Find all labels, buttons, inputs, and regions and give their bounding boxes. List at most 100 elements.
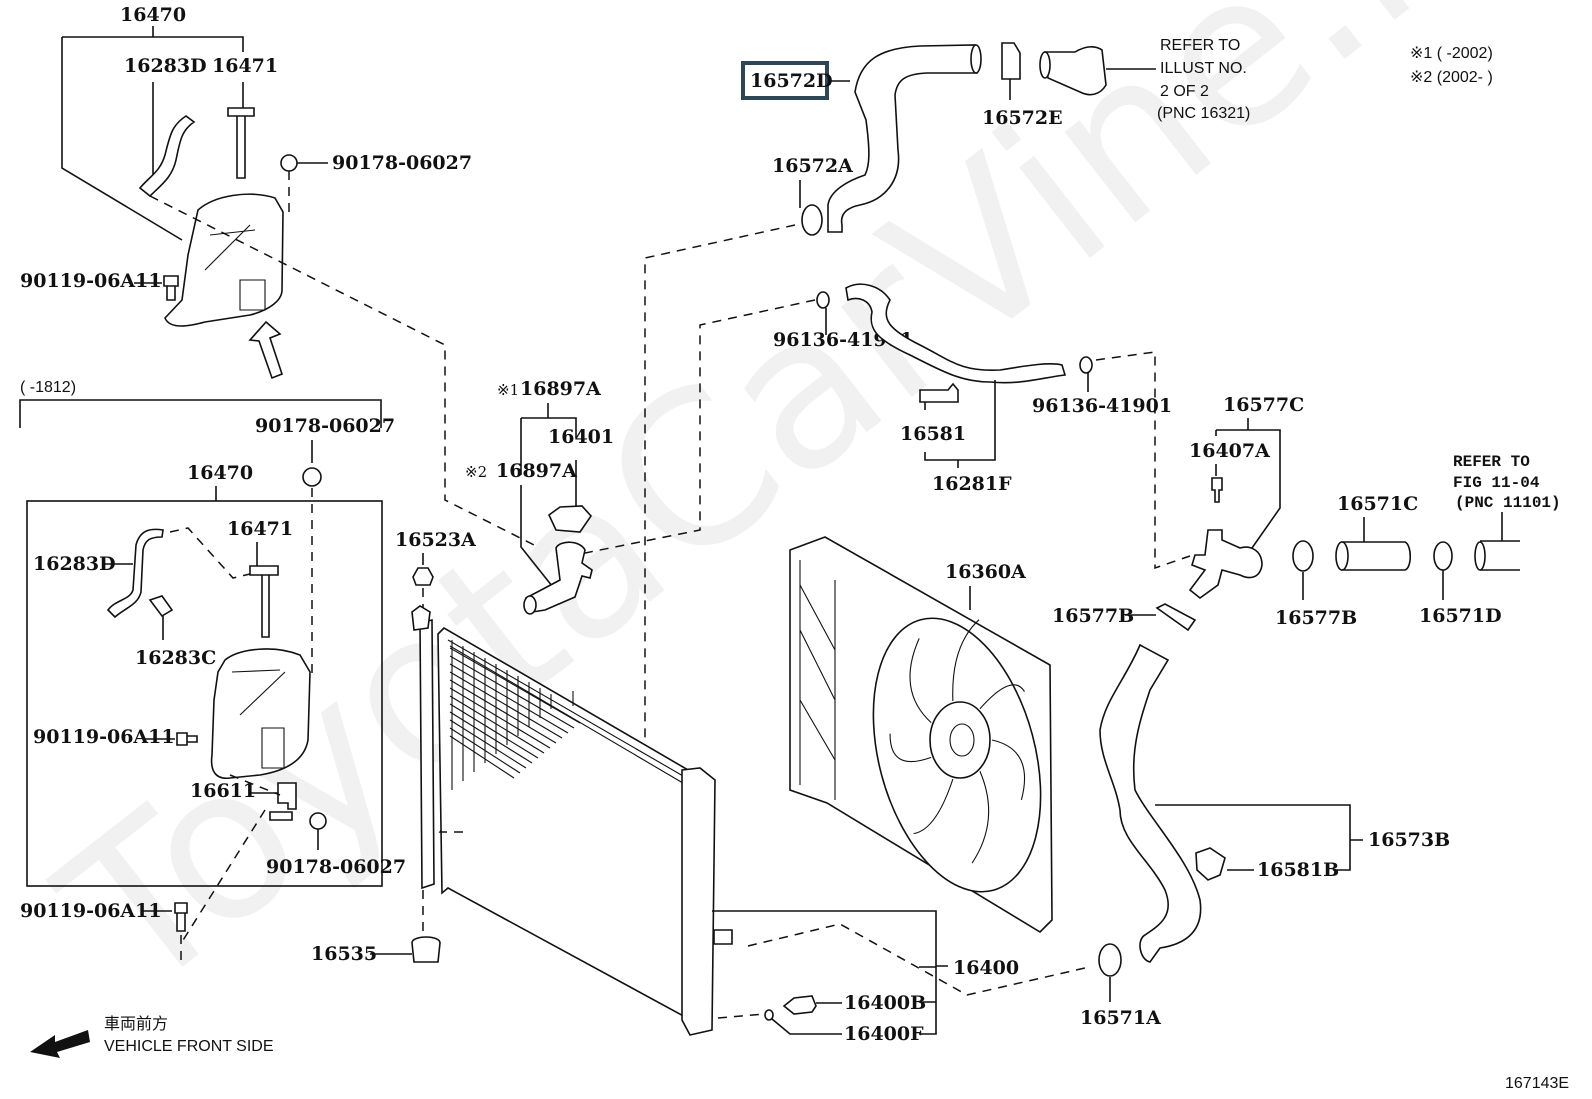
part-label-16360A[interactable]: 16360A: [945, 561, 1026, 583]
reservoir-tank[interactable]: [210, 648, 311, 780]
part-label-90119-06A11[interactable]: 90119-06A11: [33, 726, 175, 748]
part-label-16470[interactable]: 16470: [187, 462, 253, 484]
tank-detail: [231, 669, 286, 769]
outlet-end: [1039, 51, 1051, 79]
part-label-16535[interactable]: 16535: [311, 943, 377, 965]
part-label-16572E[interactable]: 16572E: [982, 107, 1063, 129]
hose-16571C[interactable]: [1341, 541, 1412, 571]
part-label-16897A-1[interactable]: 16897A: [520, 378, 601, 400]
fan-shroud-group: 16360A: [789, 536, 1053, 934]
part-label-16897A-2[interactable]: 16897A: [496, 460, 577, 482]
part-label-16572D[interactable]: 16572D: [750, 70, 833, 92]
clamp-96136-41901[interactable]: [1079, 356, 1093, 374]
clamp-16571A[interactable]: [1098, 943, 1122, 977]
clamp-16572A[interactable]: [801, 204, 823, 236]
bolt-icon: [163, 275, 179, 301]
water-outlet: [1044, 46, 1107, 96]
part-label-16471[interactable]: 16471: [227, 518, 293, 540]
part-label-16577B[interactable]: 16577B: [1275, 607, 1357, 629]
water-inlet-group: 16577C 16407A 16577B 16577B 16571C 16571…: [1052, 394, 1561, 632]
radiator-cap-16401[interactable]: [547, 505, 593, 533]
part-label-16281F[interactable]: 16281F: [932, 473, 1012, 495]
part-label-90178-06027[interactable]: 90178-06027: [255, 415, 395, 437]
cushion-16535[interactable]: [411, 936, 441, 963]
part-label-96136-41901[interactable]: 96136-41901: [1032, 395, 1172, 417]
part-label-16471[interactable]: 16471: [212, 55, 278, 77]
part-label-16573B[interactable]: 16573B: [1368, 829, 1450, 851]
fin-line: [449, 735, 515, 779]
clip-16577B[interactable]: [1155, 603, 1197, 632]
filler-neck-16897A[interactable]: [524, 541, 593, 613]
water-inlet-16577C[interactable]: [1188, 529, 1263, 600]
fan-blade: [991, 739, 1026, 801]
grommet-16523A[interactable]: [412, 567, 434, 586]
part-label-16283C[interactable]: 16283C: [135, 647, 216, 669]
o-ring-16400F[interactable]: [764, 1009, 774, 1021]
sensor-16407A[interactable]: [1211, 477, 1223, 503]
vehicle-front-indicator: 車両前方 VEHICLE FRONT SIDE: [30, 1015, 274, 1058]
part-label-16581[interactable]: 16581: [900, 423, 966, 445]
front-arrow-icon: [30, 1030, 90, 1058]
bracket-16611[interactable]: [269, 782, 297, 821]
part-label-90119-06A11[interactable]: 90119-06A11: [20, 900, 162, 922]
part-label-16571D[interactable]: 16571D: [1419, 605, 1502, 627]
clip-16581[interactable]: [919, 382, 959, 403]
part-label-16571C[interactable]: 16571C: [1337, 493, 1418, 515]
fin-line: [449, 655, 575, 729]
hose-16281F[interactable]: [845, 283, 1067, 384]
cap-16471[interactable]: [227, 107, 255, 179]
shroud-ribs: [799, 560, 836, 800]
clip-16581B[interactable]: [1195, 847, 1226, 881]
lower-hose-group: 16573B 16581B 16571A: [1080, 643, 1450, 1029]
nut-icon: [302, 467, 322, 487]
radiator-right-tank: [681, 767, 716, 1036]
fan-blade: [952, 619, 980, 702]
part-label-16577B[interactable]: 16577B: [1052, 605, 1134, 627]
fin-line: [449, 647, 581, 724]
hose-16573B[interactable]: [1099, 643, 1202, 963]
clamp-16577B[interactable]: [1292, 540, 1314, 572]
part-label-16400B[interactable]: 16400B: [844, 992, 926, 1014]
clip-16572E[interactable]: [1001, 42, 1021, 80]
hose-end: [970, 44, 982, 74]
part-label-16581B[interactable]: 16581B: [1257, 859, 1339, 881]
dash-line: [717, 1013, 765, 1019]
part-label-16611[interactable]: 16611: [190, 780, 256, 802]
reservoir-group-boxed: ( -1812) 90178-06027 16470 16471 16283D …: [19, 379, 406, 946]
part-label-90119-06A11[interactable]: 90119-06A11: [20, 270, 162, 292]
clip-16283C[interactable]: [148, 595, 174, 618]
radiator-group: 16523A 16535 16400 16400B 16400F: [311, 529, 1086, 1045]
part-label-16470[interactable]: 16470: [120, 4, 186, 26]
leader-line: [1215, 418, 1281, 549]
part-label-90178-06027[interactable]: 90178-06027: [266, 856, 406, 878]
engine-pipe-end: [1474, 541, 1486, 571]
hose-16283D[interactable]: [138, 115, 196, 198]
clamp-96136-41901[interactable]: [816, 291, 830, 309]
part-label-16283D[interactable]: 16283D: [124, 55, 207, 77]
drain-cock-16400B[interactable]: [782, 995, 817, 1015]
part-label-16571A[interactable]: 16571A: [1080, 1007, 1161, 1029]
leader-line: [1155, 804, 1363, 871]
part-label-16523A[interactable]: 16523A: [395, 529, 476, 551]
cap-16471[interactable]: [249, 565, 279, 638]
clamp-16571D[interactable]: [1433, 541, 1453, 571]
note-mark-2: ※2: [465, 463, 487, 481]
part-label-16400[interactable]: 16400: [953, 957, 1019, 979]
upper-hose-group: 16572D 16572E REFER TO ILLUST NO. 2 OF 2…: [462, 37, 1250, 833]
part-label-16401[interactable]: 16401: [548, 426, 614, 448]
dash-line: [438, 825, 463, 833]
part-label-16572A[interactable]: 16572A: [772, 155, 853, 177]
bolt-icon: [176, 732, 198, 746]
part-label-16407A[interactable]: 16407A: [1189, 440, 1270, 462]
part-label-16400F[interactable]: 16400F: [844, 1023, 924, 1045]
hose-end: [1335, 541, 1349, 571]
fin-line: [449, 703, 539, 759]
hose-16283D[interactable]: [106, 528, 164, 619]
part-label-16283D[interactable]: 16283D: [33, 553, 116, 575]
part-label-16577C[interactable]: 16577C: [1223, 394, 1304, 416]
refer-note-line-3: 2 OF 2: [1160, 83, 1209, 100]
reservoir-tank[interactable]: [164, 193, 284, 327]
part-label-90178-06027[interactable]: 90178-06027: [332, 152, 472, 174]
hose-16572D[interactable]: [827, 44, 978, 233]
